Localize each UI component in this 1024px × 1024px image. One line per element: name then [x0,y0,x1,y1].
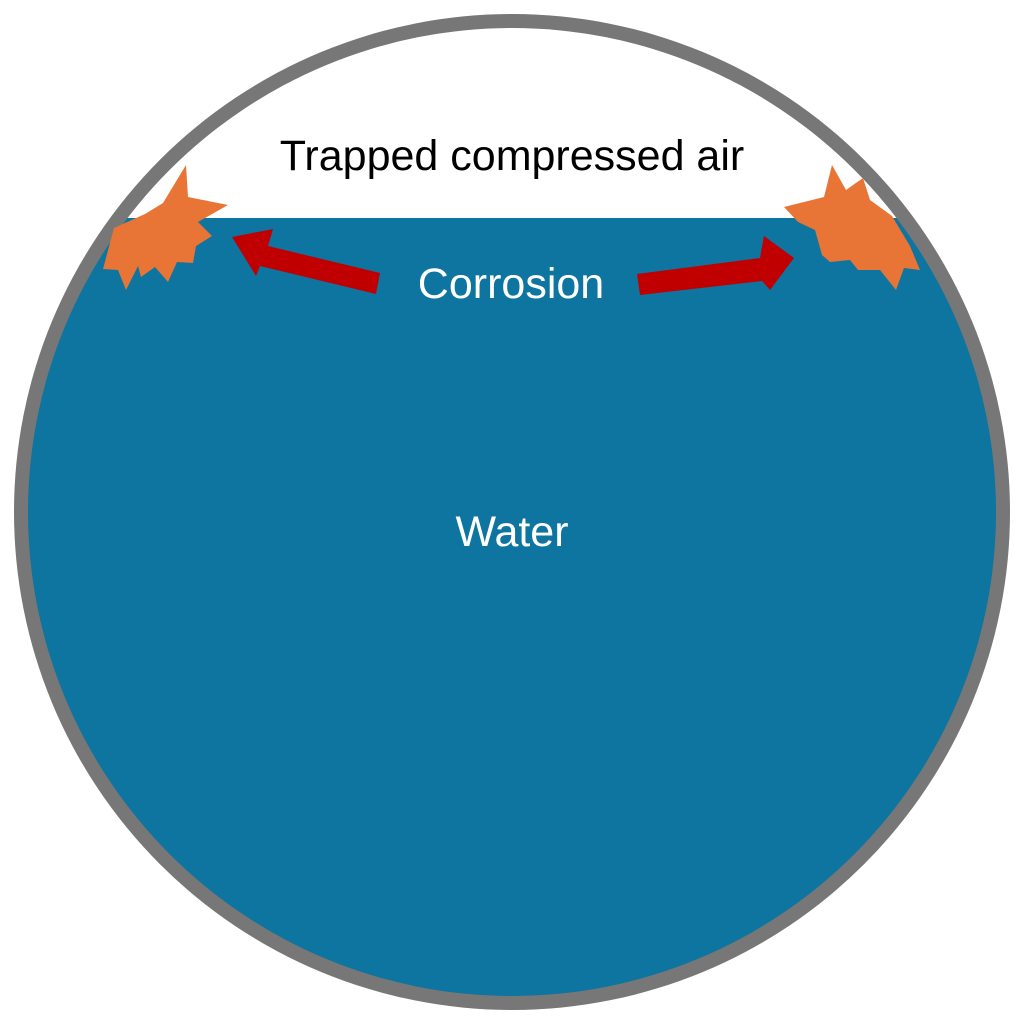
air-label: Trapped compressed air [280,132,744,180]
corrosion-label: Corrosion [418,260,604,308]
arrow-right-icon [637,236,794,295]
left-corrosion-starburst-icon [103,165,228,290]
water-label: Water [455,508,568,556]
right-corrosion-starburst-icon [784,165,920,290]
arrow-left-icon [232,229,380,294]
water-region [28,218,996,996]
